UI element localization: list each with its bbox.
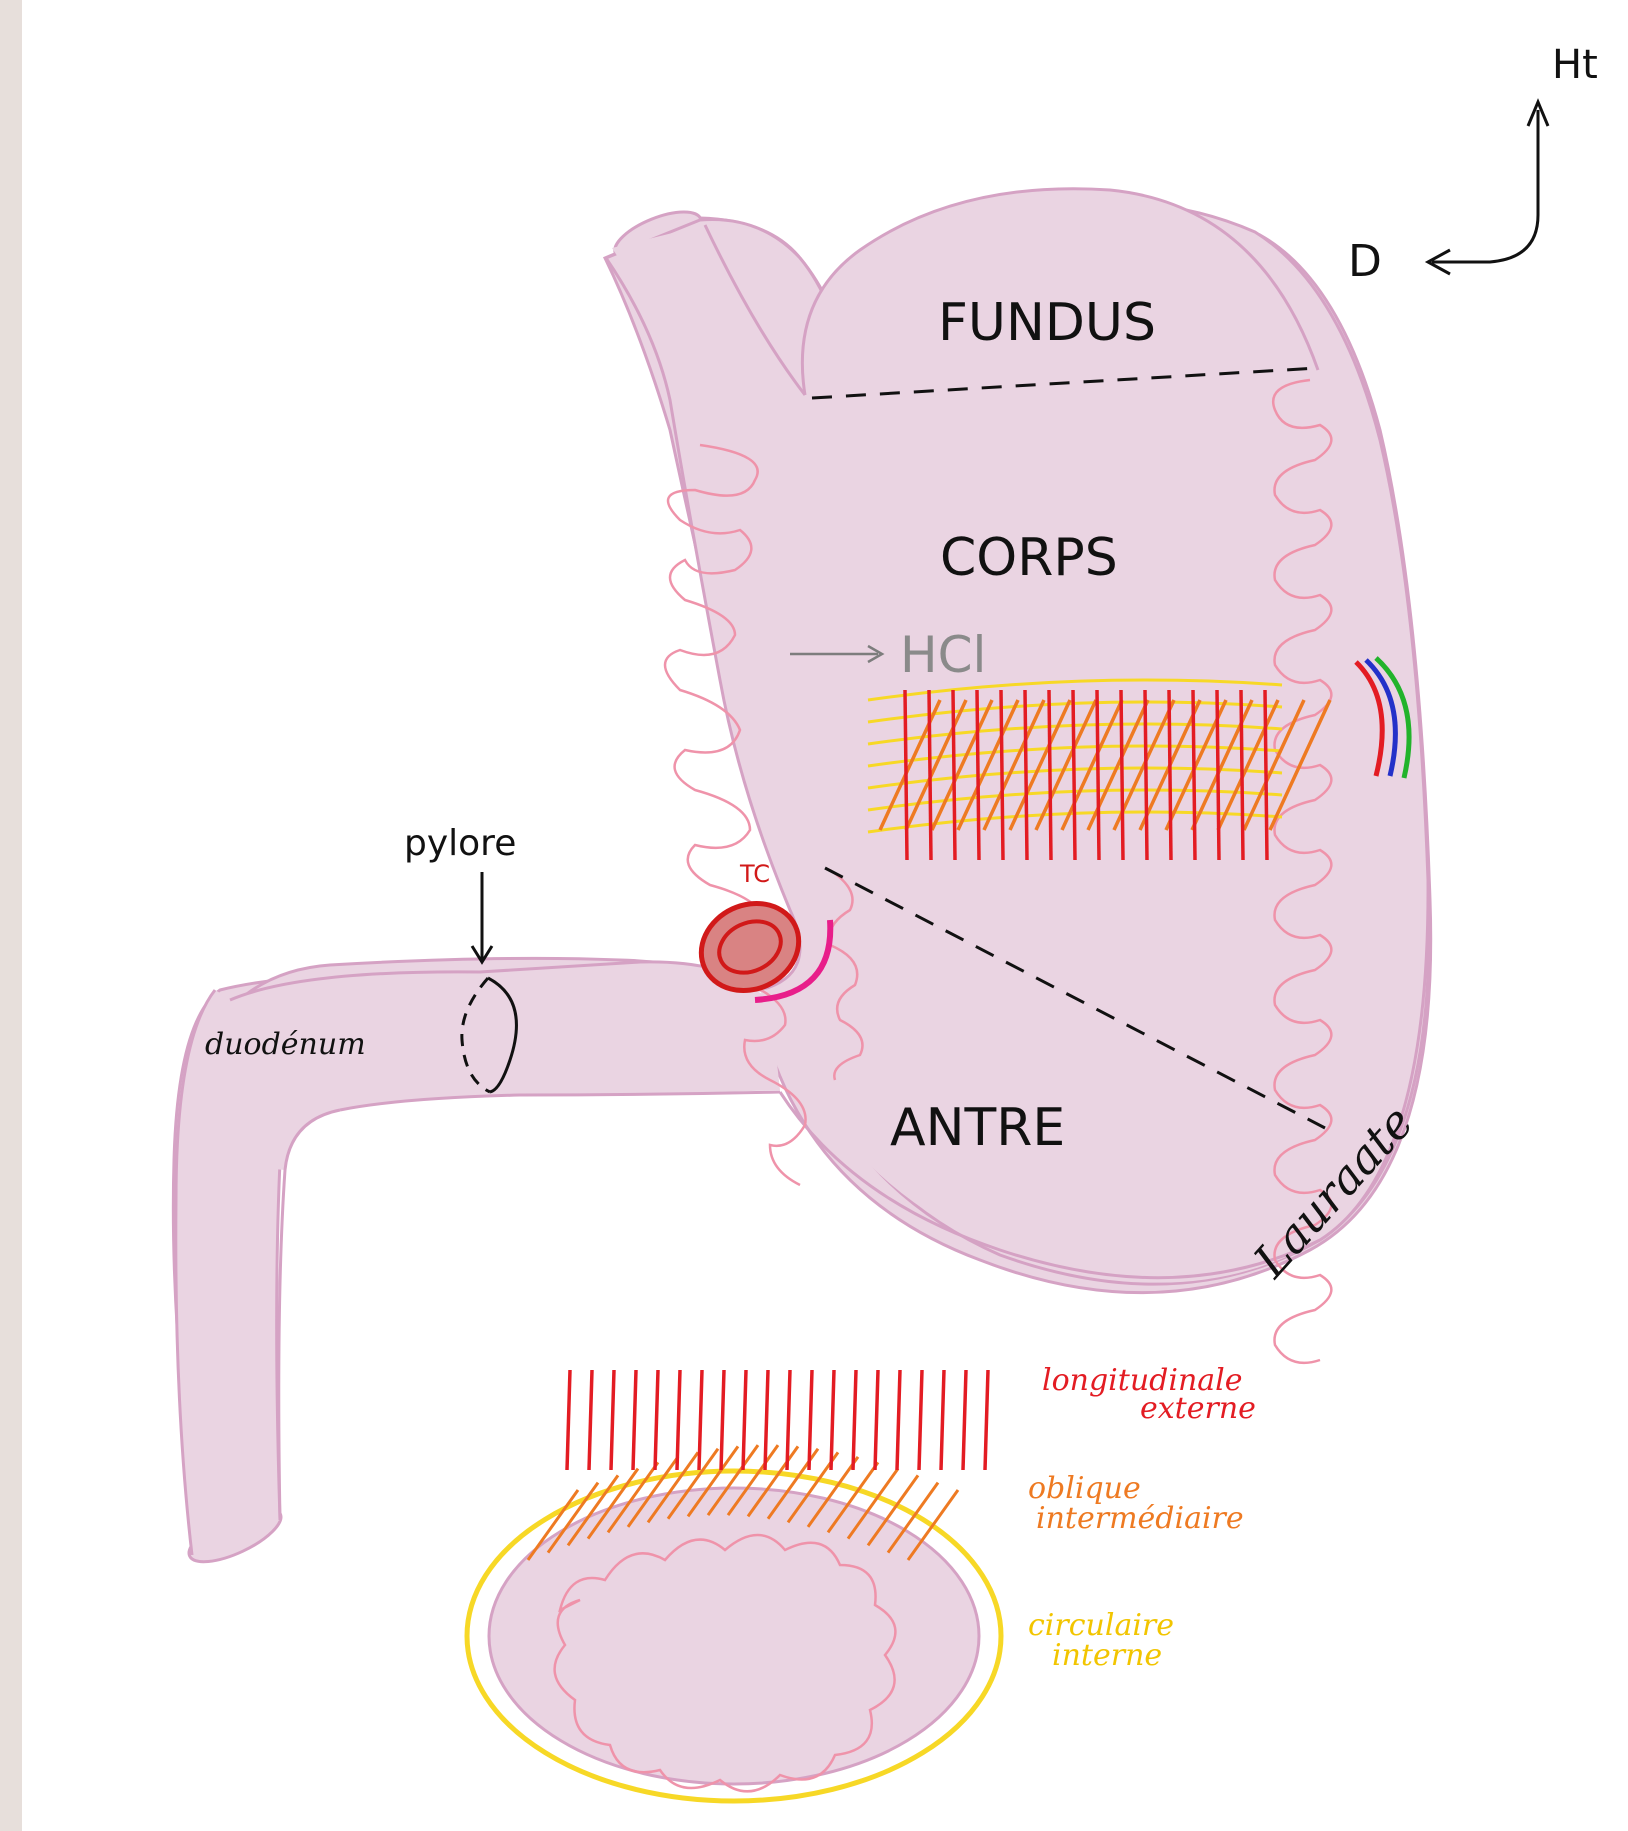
longitudinal-fiber [953,690,955,860]
longitudinal-fiber [1025,690,1027,860]
longitudinal-fiber [1217,690,1219,860]
longitudinal-fiber [1121,690,1123,860]
longitudinal-fiber [1169,690,1171,860]
duodenum-label: duodénum [205,1027,366,1062]
longitudinal-fiber [1265,690,1267,860]
longitudinal-fiber [905,690,907,860]
legend-longitudinale-line2: externe [1140,1391,1256,1426]
label-antre: ANTRE [890,1098,1065,1158]
longitudinal-fiber [1145,690,1147,860]
longitudinal-fiber [1001,690,1003,860]
pylore-label: pylore [404,823,516,864]
longitudinal-fiber [1097,690,1099,860]
legend-circulaire-line2: interne [1052,1638,1162,1673]
longitudinal-fiber [1241,690,1243,860]
longitudinal-fiber [1049,690,1051,860]
legend-oblique-line2: intermédiaire [1036,1501,1244,1536]
longitudinal-fiber [977,690,979,860]
tc-label: TC [739,860,770,888]
longitudinal-fiber [929,690,931,860]
longitudinal-fiber [1073,690,1075,860]
label-fundus: FUNDUS [938,293,1156,353]
label-corps: CORPS [940,528,1118,588]
right-label: D [1348,236,1382,287]
hcl-label: HCl [900,626,986,684]
longitudinal-fiber [1193,690,1195,860]
up-label: Ht [1552,42,1598,88]
